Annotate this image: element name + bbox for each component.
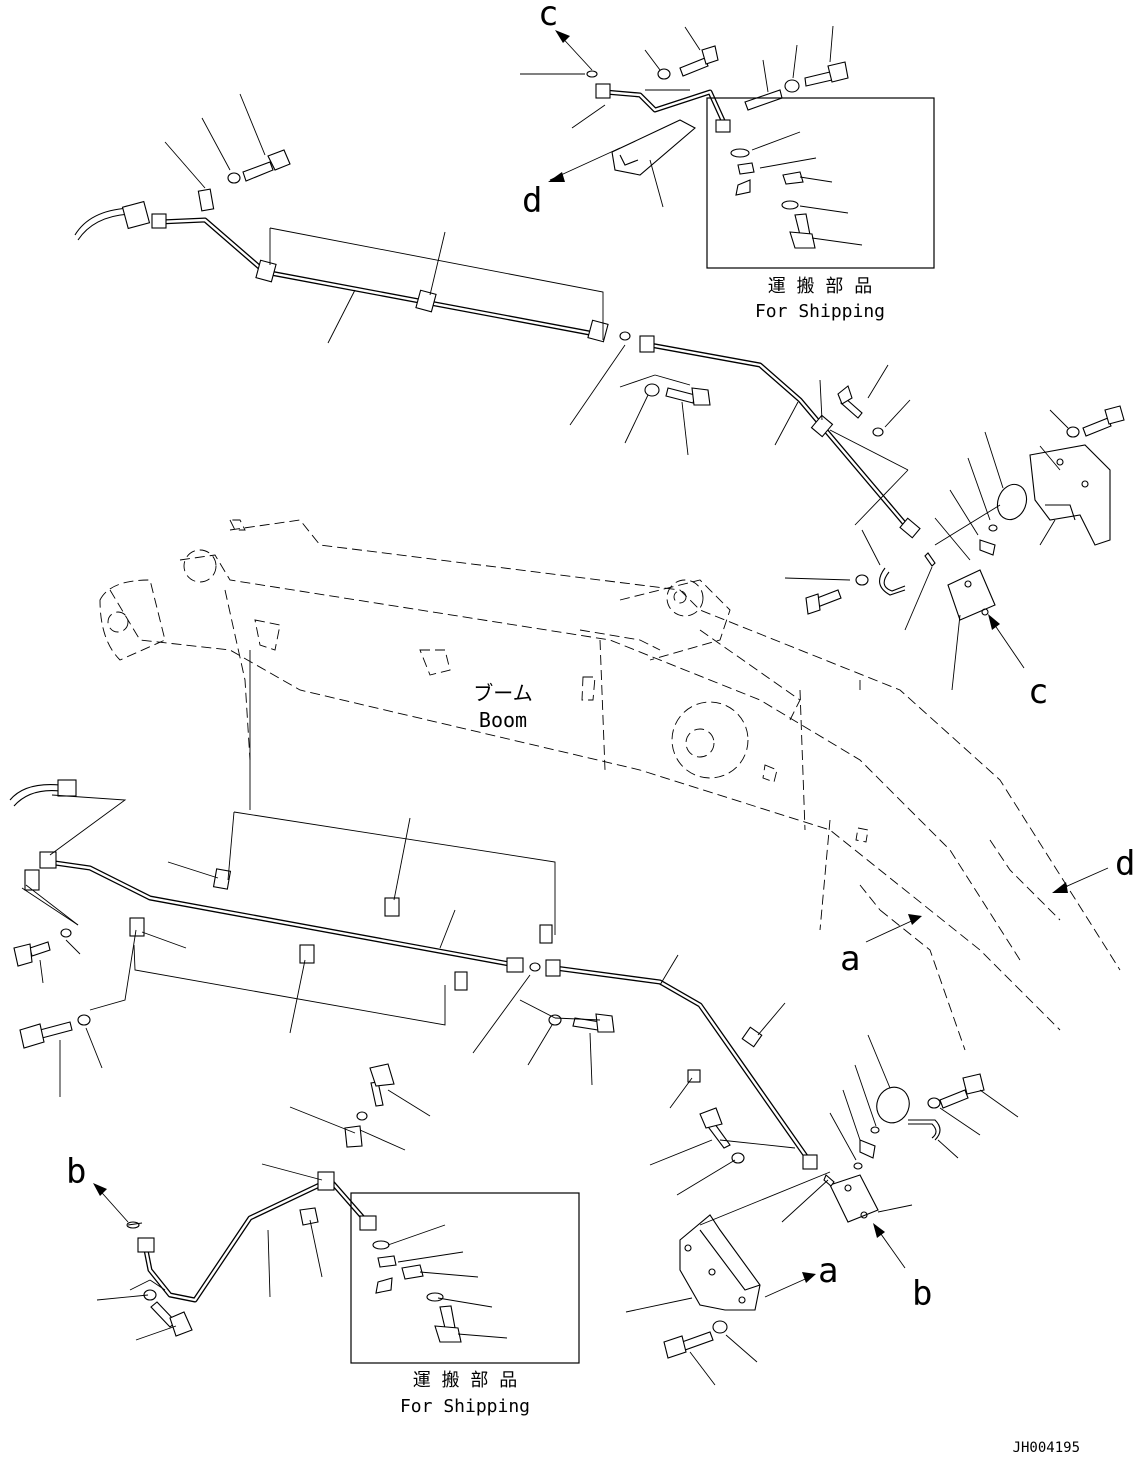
top-shipping-parts [586,45,849,176]
upper-valve-block-c [924,552,996,621]
bottom-shipping-box [350,1192,580,1364]
upper-bolt-2 [644,383,711,406]
ref-c-right: c [988,614,1048,712]
bottom-shipping-label-jp: 運 搬 部 品 [413,1370,518,1391]
ref-b-left: b [66,1152,129,1223]
lower-hose-loop [908,1119,941,1141]
top-shipping-label-jp: 運 搬 部 品 [768,276,873,297]
ref-b-left-label: b [66,1152,86,1192]
upper-bolt-4 [1066,405,1125,438]
upper-bolt-1 [227,149,291,184]
ref-c-top: c [538,0,593,71]
ref-a-bottom: a [764,1251,838,1298]
lower-bracket-a [679,1214,761,1311]
drawing-number: JH004195 [1013,1440,1080,1456]
top-shipping-label-en: For Shipping [755,301,885,322]
upper-clamp-1 [255,259,277,283]
upper-tube-long [157,217,603,338]
upper-bracket-c [1029,444,1111,546]
ref-a-bottom-label: a [818,1251,838,1291]
upper-accumulator [979,483,1028,556]
upper-group-frame [269,227,604,340]
ref-a-mid-label: a [840,939,860,979]
upper-clamp-4 [810,414,834,438]
upper-tube-end-fittings [151,188,921,539]
ref-d-right-label: d [1115,844,1135,884]
lower-group-frame [21,650,556,1026]
lower-tube-bent [552,965,813,1165]
ref-d-top: d [522,147,621,221]
lower-bolts [13,928,985,1359]
ref-d-top-label: d [522,181,542,221]
lower-clamps [24,851,818,1170]
leader-lines [25,25,1069,1386]
lower-valve-block-b [823,1174,879,1223]
lower-tube-long [45,859,518,968]
ref-b-right-label: b [912,1274,932,1314]
lower-shipping-tube [126,1063,395,1337]
upper-hose-end [74,200,151,241]
upper-clamp-3 [587,319,609,343]
upper-bolt-3 [837,385,884,437]
ref-c-top-label: c [538,0,558,34]
upper-hose-loop [879,567,906,596]
ref-b-right: b [873,1223,932,1314]
upper-clamp-2 [415,289,437,313]
upper-tube-bent [647,342,913,533]
boom-outline [99,519,1121,1051]
upper-bolt-5 [805,574,869,615]
lower-hose-end [9,779,77,807]
bottom-shipping-label-en: For Shipping [400,1396,530,1417]
ref-c-right-label: c [1028,672,1048,712]
boom-label-en: Boom [479,708,527,732]
boom-label-jp: ブーム [473,681,532,705]
ref-a-mid: a [840,914,922,979]
top-shipping-box [706,97,935,269]
ref-d-right: d [1052,844,1135,893]
lower-accumulator [853,1086,910,1170]
